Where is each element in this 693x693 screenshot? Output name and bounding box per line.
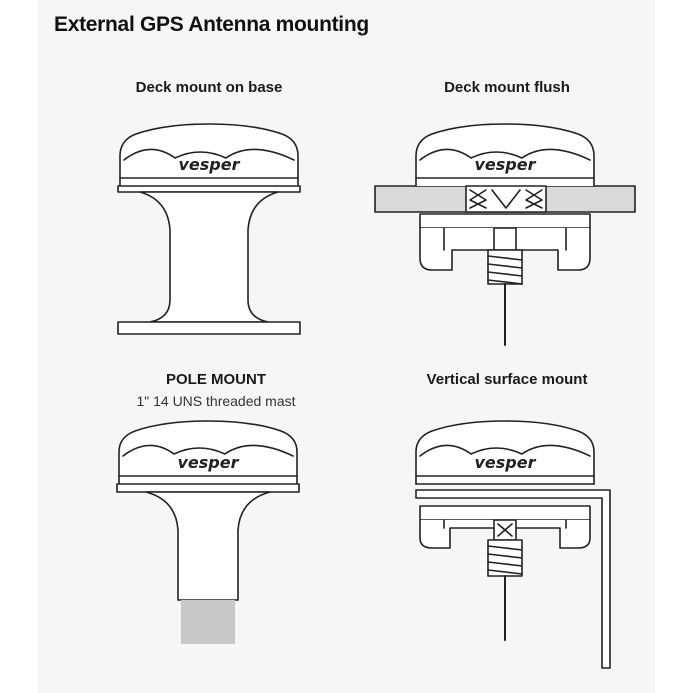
page-title: External GPS Antenna mounting: [54, 13, 369, 36]
caption-vertical-surface-mount: Vertical surface mount: [426, 371, 588, 388]
vesper-logo: vesper: [178, 453, 240, 472]
caption-pole-mount: POLE MOUNT: [166, 371, 266, 388]
vesper-logo: vesper: [475, 155, 537, 174]
pole-illustration: vesper: [116, 420, 300, 644]
vesper-logo: vesper: [475, 453, 537, 472]
subcaption-pole-mount: 1" 14 UNS threaded mast: [136, 393, 296, 409]
vertical-illustration: vesper: [415, 420, 611, 669]
deck-base-illustration: vesper: [117, 123, 301, 335]
deck-flush-illustration: vesper: [374, 123, 636, 346]
diagram-panel: [38, 0, 655, 693]
caption-deck-mount-flush: Deck mount flush: [444, 79, 570, 96]
caption-deck-mount-base: Deck mount on base: [135, 79, 283, 96]
vesper-logo: vesper: [179, 155, 241, 174]
